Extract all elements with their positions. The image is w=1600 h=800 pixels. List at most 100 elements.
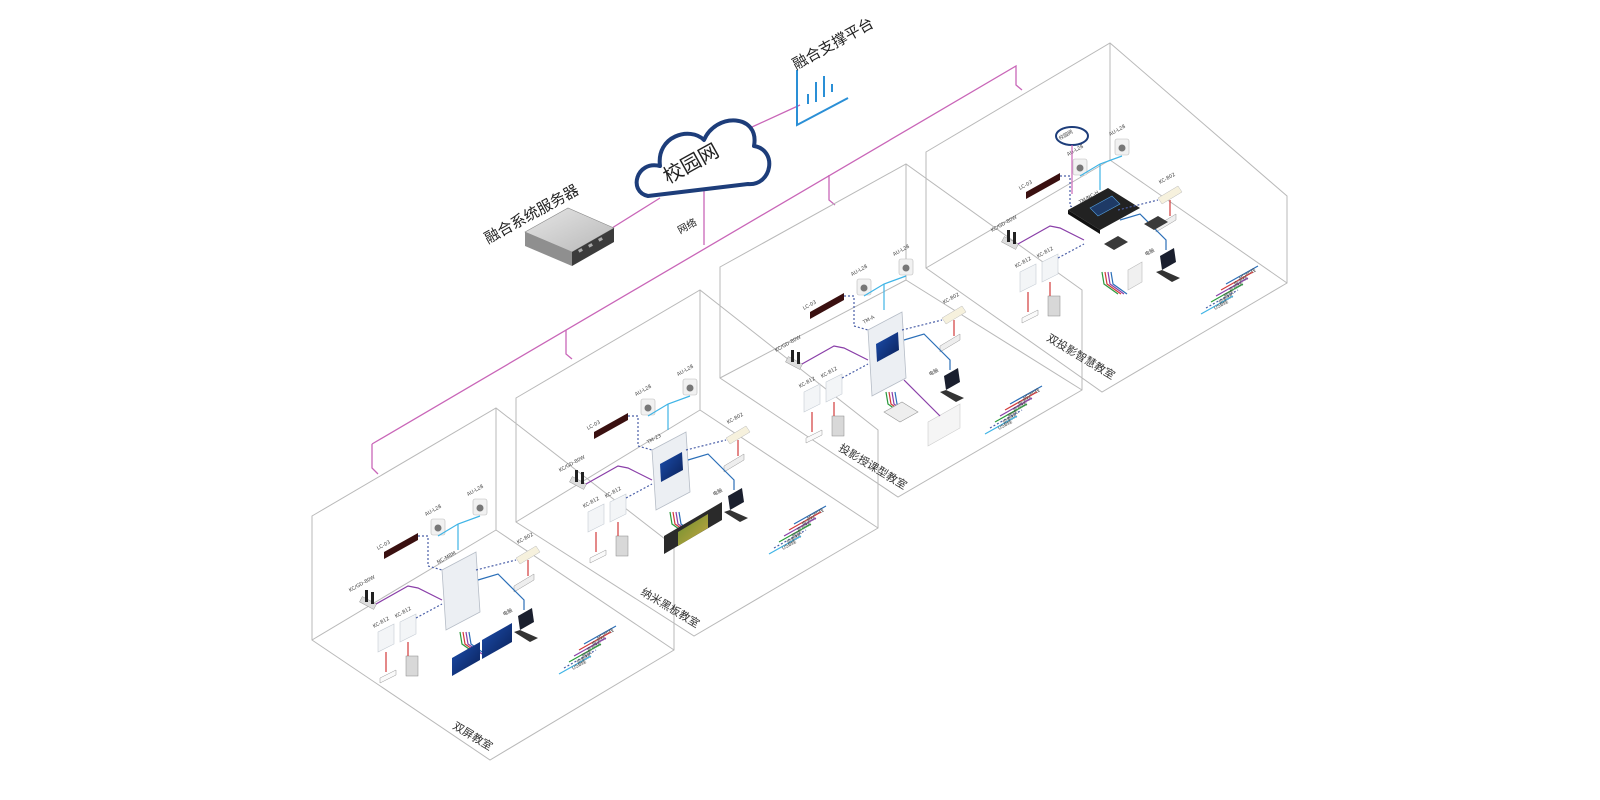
power-controller-icon [515,545,541,565]
microphone-base [785,356,803,370]
control-panel-icon [825,373,843,403]
microphone-icon [371,592,374,604]
laptop-screen [728,488,744,510]
led-sign-icon [594,413,628,439]
power-controller-label: KC-802 [1158,172,1177,186]
speaker-cone [1076,164,1084,172]
legend-line [783,517,817,537]
whiteboard-icon [927,403,961,447]
control-panel-icon [609,493,627,523]
control-panel-icon [1019,263,1037,293]
audio-wire [1017,225,1085,245]
control-wire [475,559,517,571]
speaker-cone [1118,144,1126,152]
signal-wire [1107,271,1125,295]
laptop-base [514,630,538,642]
microphone-label: KC/GD-80W [990,214,1018,233]
signal-wire [1104,271,1122,295]
legend-label: 网线 [791,529,803,540]
legend-line [583,625,617,645]
controller-label: TM-23 [645,433,662,446]
control-panel-icon [377,623,395,653]
network-drop-room-1 [371,444,379,475]
controller-screen [660,452,683,482]
microphone-icon [1007,230,1010,242]
room-box-2 [515,289,879,637]
microphone-label: KC/GD-80W [558,454,586,473]
speaker-cone [644,404,652,412]
control-wire [628,415,653,451]
legend-line [1009,385,1043,405]
signal-wire [903,379,941,417]
control-wire [844,295,869,331]
audio-wire [585,465,653,485]
curtain-icon [405,655,419,677]
light-icon [379,669,397,684]
speaker-label: AU-L28 [1108,124,1127,138]
microphone-icon [797,352,800,364]
curtain-icon [831,415,845,437]
led-sign-icon [384,533,418,559]
network-drop-room-3 [828,175,836,206]
microphone-base [359,596,377,610]
hdmi-wire [477,573,525,610]
microphone-base [1001,236,1019,250]
curtain-icon [615,535,629,557]
legend-label: 网线 [1007,409,1019,420]
power-controller-label: KC-802 [942,292,961,306]
laptop-base [724,510,748,522]
control-wire [1117,199,1159,211]
display-screen-left [452,642,480,676]
screen-icon [1127,261,1143,291]
legend-line [1220,271,1254,291]
microphone-icon [365,590,368,602]
audio-wire [801,345,869,365]
legend-label: 网线 [581,649,593,660]
speaker-label: AU-L28 [634,384,653,398]
projector-icon [1144,216,1168,230]
legend-line [778,523,812,543]
control-wire [625,483,653,499]
control-panel-icon [587,503,605,533]
campus-network-cloud [634,118,772,198]
control-wire [1057,243,1085,259]
socket-icon [723,453,745,473]
legend-label: 网线 [1223,289,1235,300]
socket-icon [513,573,535,593]
speaker-cone [860,284,868,292]
controller-body [441,551,481,631]
support-platform-icon [796,70,849,127]
controller-side [1068,210,1100,234]
signal-wire [1110,271,1128,295]
control-wire [418,535,443,571]
power-controller-label: KC-802 [726,412,745,426]
control-panel-icon [803,383,821,413]
control-panel-icon [1041,253,1059,283]
legend-line [1200,295,1234,315]
room-box-3 [719,163,1083,498]
network-server-link [611,197,661,229]
laptop-base [1156,270,1180,282]
light-icon [589,549,607,564]
legend-line [788,511,822,531]
speaker-cone [686,384,694,392]
legend-line [1004,391,1038,411]
power-controller-icon [725,425,751,445]
led-sign-icon [1026,173,1060,199]
speaker-label: AU-L28 [850,264,869,278]
legend-line [994,403,1028,423]
room-title-4: 双投影智慧教室 [1044,331,1117,383]
curtain-icon [1047,295,1061,317]
legend-line [793,505,827,525]
microphone-icon [791,350,794,362]
laptop-base [940,390,964,402]
microphone-base [569,476,587,490]
power-controller-icon [1157,185,1183,205]
laptop-label: 电脑 [928,367,940,378]
legend-line [768,535,802,555]
speaker-label: AU-L28 [676,364,695,378]
